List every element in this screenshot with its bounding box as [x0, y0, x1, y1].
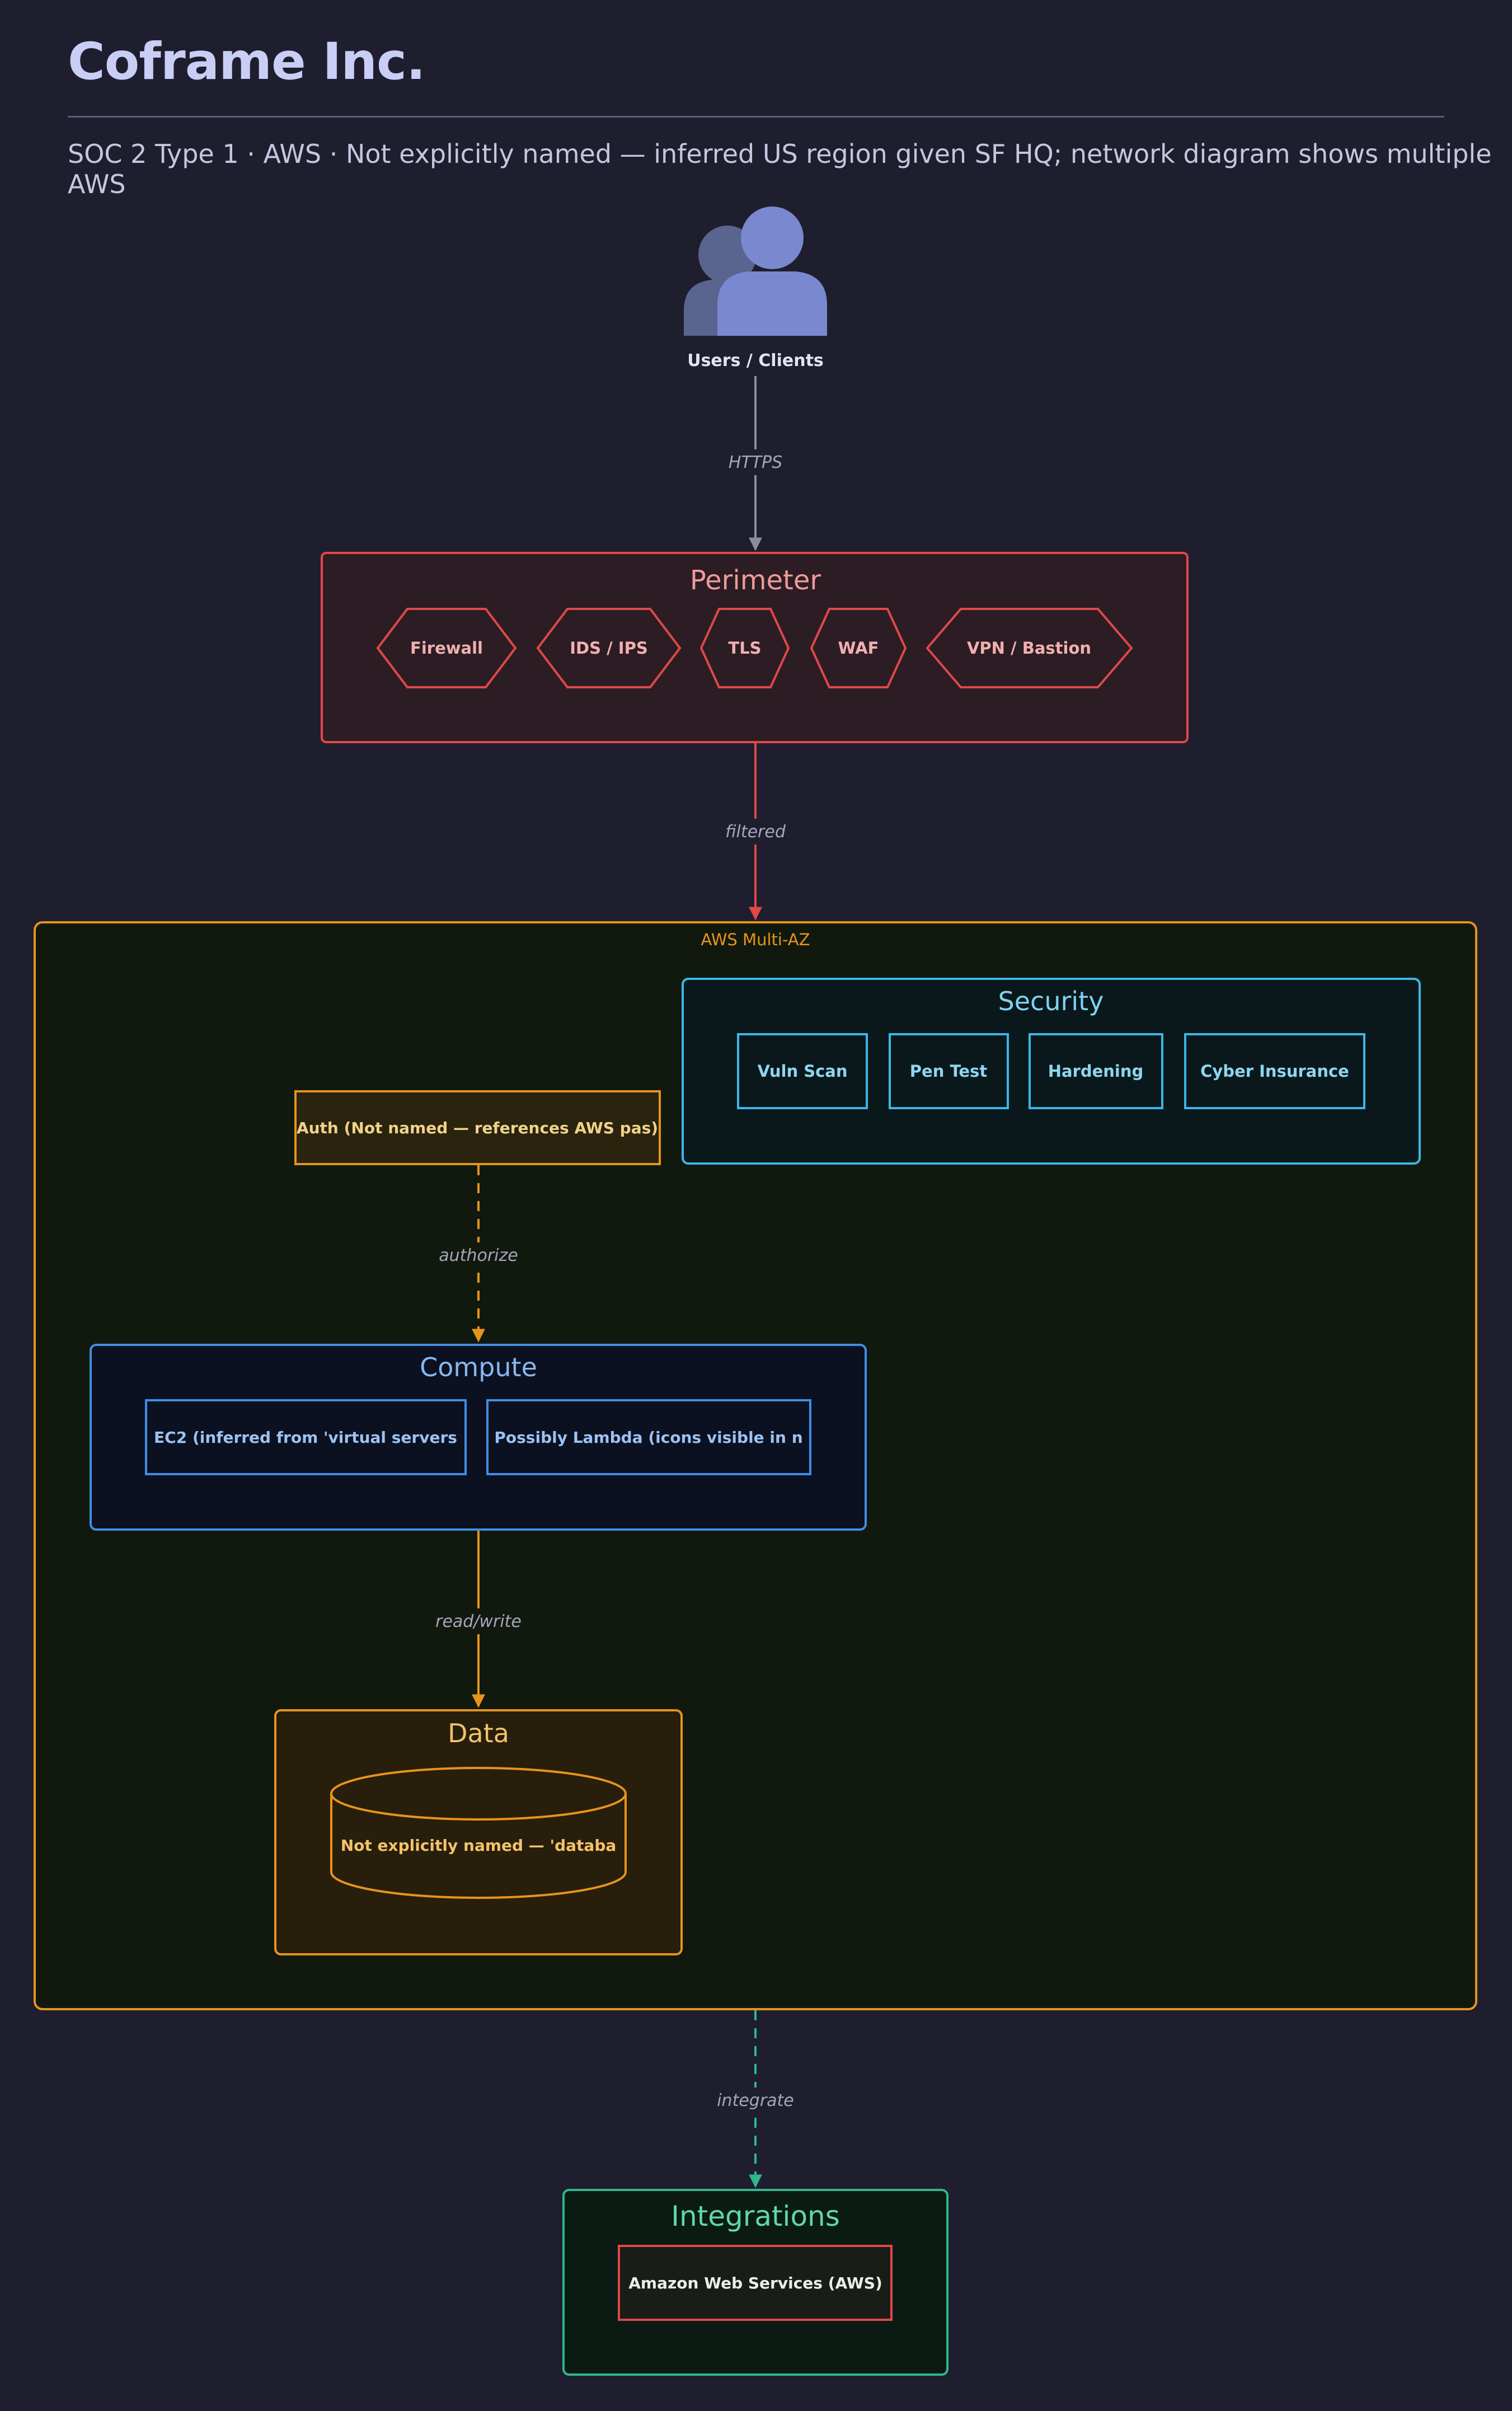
- data-title: Data: [448, 1718, 509, 1748]
- perimeter-item-label: Firewall: [410, 639, 483, 658]
- edge-label-bg: [440, 1242, 518, 1268]
- perimeter-firewall: Firewall: [376, 608, 517, 688]
- perimeter-ids-ips: IDS / IPS: [536, 608, 682, 688]
- edge-label-bg: [436, 1608, 520, 1634]
- users-label: Users / Clients: [687, 351, 824, 370]
- perimeter-item-label: VPN / Bastion: [967, 639, 1091, 658]
- perimeter-tls: TLS: [699, 608, 790, 688]
- security-title: Security: [998, 986, 1104, 1016]
- security-item-label: Hardening: [1048, 1062, 1144, 1081]
- integration-item-label: Amazon Web Services (AWS): [628, 2274, 882, 2292]
- page-subtitle: SOC 2 Type 1 · AWS · Not explicitly name…: [68, 139, 1492, 199]
- edge-label-authorize: authorize: [439, 1246, 518, 1265]
- page-title: Coframe Inc.: [68, 32, 426, 91]
- integration-aws: Amazon Web Services (AWS): [618, 2245, 893, 2321]
- compute-lambda: Possibly Lambda (icons visible in n: [486, 1399, 811, 1475]
- perimeter-item-label: TLS: [728, 639, 761, 658]
- edge-label-https: HTTPS: [729, 453, 782, 472]
- users-icon: [684, 207, 827, 336]
- perimeter-waf: WAF: [810, 608, 907, 688]
- auth-node: Auth (Not named — references AWS pas): [294, 1090, 661, 1165]
- edge-label-integrate: integrate: [717, 2091, 794, 2110]
- integrations-title: Integrations: [671, 2200, 840, 2232]
- security-cyber-insurance: Cyber Insurance: [1184, 1033, 1365, 1109]
- database-label: Not explicitly named — 'databa: [341, 1836, 617, 1855]
- auth-label: Auth (Not named — references AWS pas): [297, 1119, 658, 1137]
- database-cylinder: Not explicitly named — 'databa: [330, 1767, 627, 1899]
- security-item-label: Pen Test: [910, 1062, 988, 1081]
- compute-box: [90, 1344, 867, 1531]
- security-pen-test: Pen Test: [889, 1033, 1009, 1109]
- perimeter-item-label: IDS / IPS: [570, 639, 647, 658]
- title-divider: [68, 116, 1444, 118]
- compute-title: Compute: [420, 1352, 537, 1382]
- security-item-label: Vuln Scan: [757, 1062, 847, 1081]
- security-hardening: Hardening: [1029, 1033, 1163, 1109]
- compute-ec2: EC2 (inferred from 'virtual servers: [145, 1399, 467, 1475]
- edge-label-read-write: read/write: [435, 1612, 522, 1631]
- perimeter-vpn-bastion: VPN / Bastion: [926, 608, 1133, 688]
- edge-label-bg: [727, 449, 783, 475]
- aws-container-label: AWS Multi-AZ: [701, 930, 810, 949]
- perimeter-item-label: WAF: [838, 639, 879, 658]
- security-vuln-scan: Vuln Scan: [737, 1033, 868, 1109]
- perimeter-title: Perimeter: [690, 565, 821, 596]
- edge-label-bg: [717, 2088, 793, 2113]
- edge-label-filtered: filtered: [725, 822, 786, 842]
- security-item-label: Cyber Insurance: [1200, 1062, 1349, 1081]
- compute-item-label: EC2 (inferred from 'virtual servers: [154, 1428, 457, 1447]
- compute-item-label: Possibly Lambda (icons visible in n: [494, 1428, 802, 1447]
- edge-label-bg: [721, 819, 790, 845]
